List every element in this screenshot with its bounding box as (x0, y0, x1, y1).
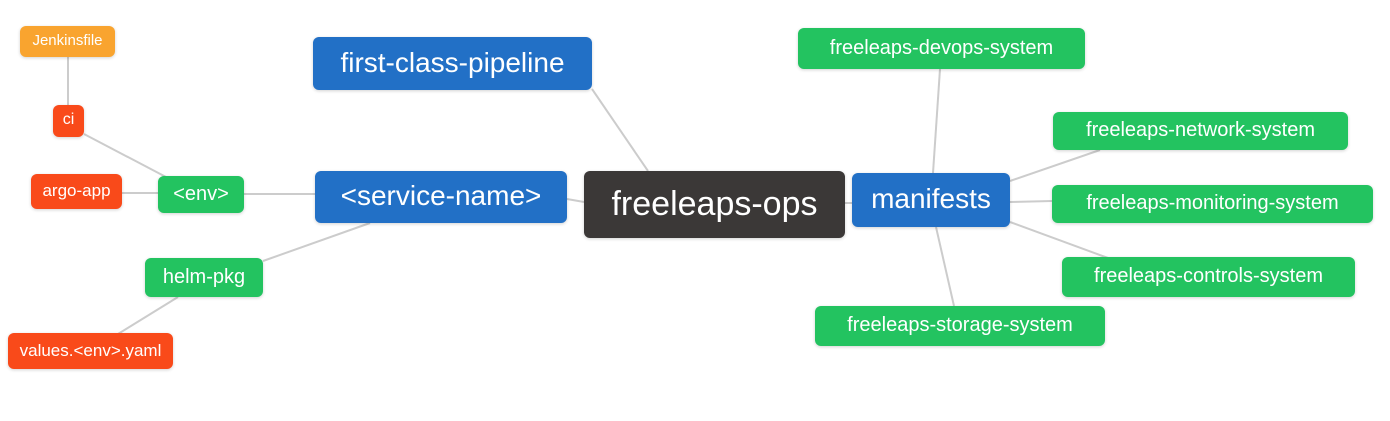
node-label: freeleaps-monitoring-system (1086, 192, 1339, 214)
node-label: freeleaps-ops (611, 184, 818, 223)
edge-manifests-to-storage-system (935, 226, 955, 307)
node-ci[interactable]: ci (53, 105, 84, 137)
node-monitoring-system[interactable]: freeleaps-monitoring-system (1052, 185, 1373, 223)
node-label: freeleaps-controls-system (1094, 265, 1323, 287)
node-label: Jenkinsfile (32, 32, 103, 49)
node-label: freeleaps-storage-system (847, 314, 1073, 336)
edge-service-name-to-helm-pkg (262, 222, 371, 262)
node-argo-app[interactable]: argo-app (31, 174, 122, 209)
node-label: <env> (173, 182, 229, 205)
node-label: manifests (871, 183, 991, 214)
node-label: first-class-pipeline (340, 46, 565, 78)
node-manifests[interactable]: manifests (852, 173, 1010, 227)
node-label: helm-pkg (162, 265, 246, 288)
node-helm-pkg[interactable]: helm-pkg (145, 258, 263, 297)
node-devops-system[interactable]: freeleaps-devops-system (798, 28, 1085, 69)
edge-service-name-to-freeleaps-ops (566, 198, 585, 203)
node-values-env-yaml[interactable]: values.<env>.yaml (8, 333, 173, 369)
node-label: ci (62, 111, 75, 128)
node-freeleaps-ops[interactable]: freeleaps-ops (584, 171, 845, 238)
edge-manifests-to-controls-system (1009, 221, 1109, 259)
node-label: values.<env>.yaml (19, 340, 162, 360)
edge-devops-system-to-manifests (932, 68, 941, 174)
node-service-name[interactable]: <service-name> (315, 171, 567, 223)
node-label: freeleaps-devops-system (829, 36, 1054, 59)
edge-manifests-to-monitoring-system (1009, 200, 1053, 203)
node-env[interactable]: <env> (158, 176, 244, 213)
node-storage-system[interactable]: freeleaps-storage-system (815, 306, 1105, 346)
node-first-class-pipeline[interactable]: first-class-pipeline (313, 37, 592, 90)
edge-manifests-to-network-system (1009, 149, 1101, 182)
edge-ci-to-env (83, 133, 167, 178)
node-label: freeleaps-network-system (1086, 119, 1315, 141)
node-jenkinsfile[interactable]: Jenkinsfile (20, 26, 115, 57)
node-controls-system[interactable]: freeleaps-controls-system (1062, 257, 1355, 297)
node-label: argo-app (42, 181, 111, 200)
node-network-system[interactable]: freeleaps-network-system (1053, 112, 1348, 150)
edge-first-class-pipeline-to-freeleaps-ops (591, 88, 649, 172)
node-label: <service-name> (340, 180, 542, 211)
edge-helm-pkg-to-values-env-yaml (117, 296, 179, 335)
